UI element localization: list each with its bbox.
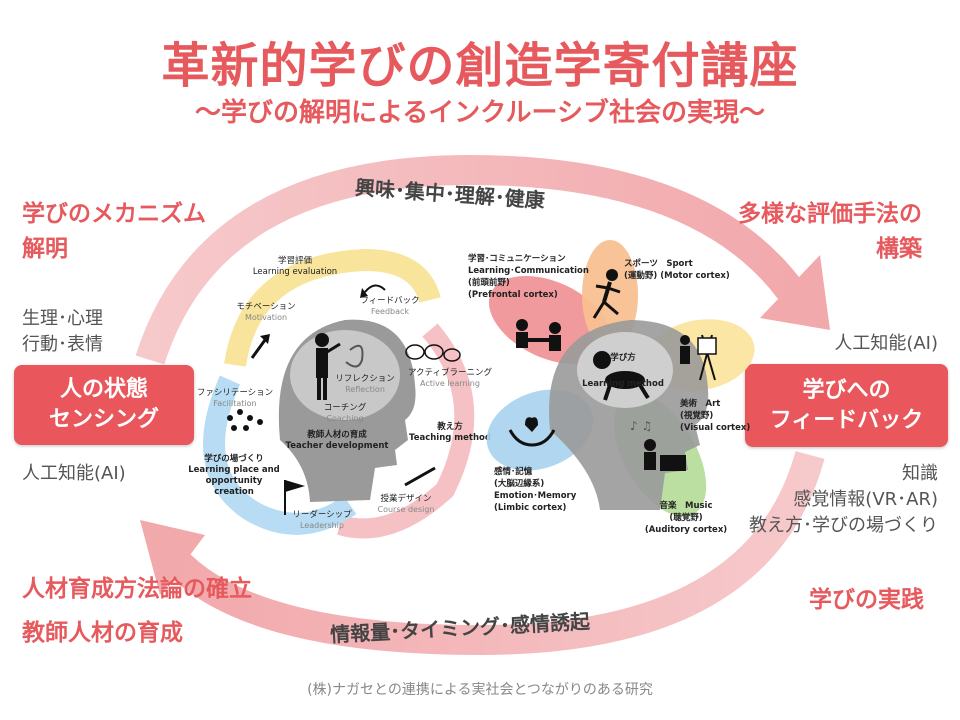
motivation-label: モチベーション Motivation xyxy=(236,302,296,322)
teaching-method-label: 教え方 Teaching method xyxy=(409,422,491,443)
learning-evaluation-label: 学習評価 Learning evaluation xyxy=(252,256,338,277)
practice-label: 学びの実践 xyxy=(809,587,924,613)
communication-region-label: 学習･コミュニケーション Learning･Communication (前頭前… xyxy=(468,254,589,300)
active-learning-label: アクティブラーニング Active learning xyxy=(407,368,493,388)
facilitation-label: ファシリテーション Facilitation xyxy=(196,388,274,408)
feedback-label: フィードバック Feedback xyxy=(360,296,420,316)
leadership-label: リーダーシップ Leadership xyxy=(292,510,352,530)
right-sensing-list: 知識 感覚情報(VR･AR) 教え方･学びの場づくり xyxy=(749,463,938,536)
page-title: 革新的学びの創造学寄付講座 xyxy=(161,38,799,94)
mechanism-label: 学びのメカニズム 解明 xyxy=(22,201,206,262)
page-subtitle: 〜学びの解明によるインクルーシブ社会の実現〜 xyxy=(195,98,765,128)
learning-method-center-label: 学び方 Learning method xyxy=(582,353,664,389)
art-region-label: 美術 Art (視覚野) (Visual cortex) xyxy=(680,399,751,433)
reflection-label: リフレクション Reflection xyxy=(335,374,395,394)
human-state-sensing-box: 人の状態 センシング xyxy=(14,365,194,445)
physio-label: 生理･心理 行動･表情 xyxy=(22,308,103,355)
teacher-cycle-graphic xyxy=(203,248,475,539)
evaluation-label: 多様な評価手法の 構築 xyxy=(738,201,922,262)
right-ai-label: 人工知能(AI) xyxy=(834,333,938,354)
left-ai-label: 人工知能(AI) xyxy=(22,463,126,484)
teacher-development-label: 教師人材の育成 Teacher development xyxy=(285,430,389,451)
brain-regions-graphic: ♪ ♫ xyxy=(486,240,755,517)
emotion-region-label: 感情･記憶 (大脳辺縁系) Emotion･Memory (Limbic cor… xyxy=(494,467,577,513)
learning-feedback-box: 学びへの フィードバック xyxy=(745,364,948,447)
footer-note: (株)ナガセとの連携による実社会とつながりのある研究 xyxy=(307,682,653,698)
coaching-label: コーチング Coaching xyxy=(323,403,367,423)
svg-text:♪ ♫: ♪ ♫ xyxy=(630,419,652,433)
method-label: 人材育成方法論の確立 教師人材の育成 xyxy=(22,576,252,646)
sport-region-label: スポーツ Sport (運動野) (Motor cortex) xyxy=(624,259,730,281)
course-design-label: 授業デザイン Course design xyxy=(377,494,435,514)
music-region-label: 音楽 Music (聴覚野) (Auditory cortex) xyxy=(644,501,728,535)
learning-place-label: 学びの場づくり Learning place and opportunity c… xyxy=(188,454,280,497)
